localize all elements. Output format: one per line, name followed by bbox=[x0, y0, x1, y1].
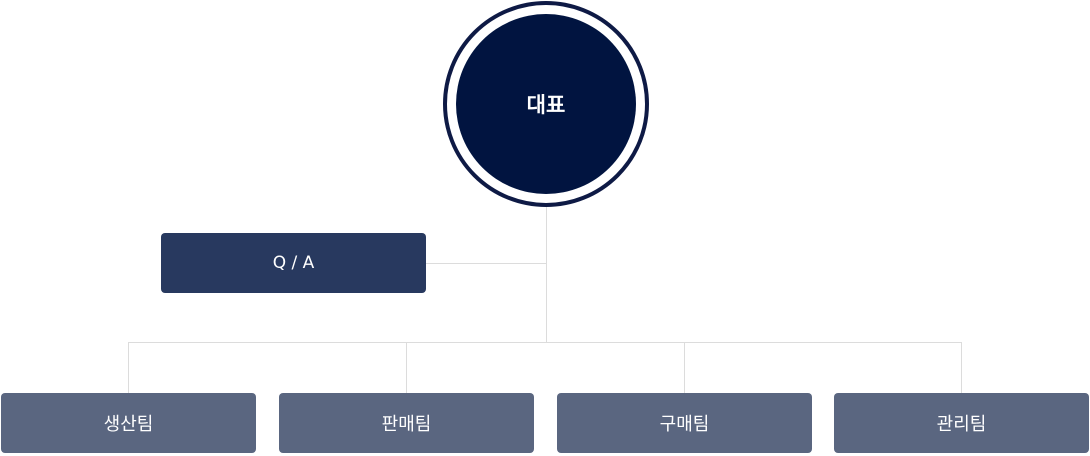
connector-teams-horizontal bbox=[128, 342, 962, 343]
team-node-sales: 판매팀 bbox=[279, 393, 534, 453]
team-label: 판매팀 bbox=[381, 414, 432, 435]
ceo-label: 대표 bbox=[526, 93, 566, 117]
team-label: 관리팀 bbox=[936, 414, 987, 435]
qa-node: Q / A bbox=[161, 233, 426, 293]
team-label: 생산팀 bbox=[103, 414, 154, 435]
ceo-node: 대표 bbox=[456, 14, 636, 194]
connector-team-2 bbox=[406, 342, 407, 393]
qa-label: Q / A bbox=[272, 253, 315, 273]
connector-team-1 bbox=[128, 342, 129, 393]
team-node-purchasing: 구매팀 bbox=[557, 393, 812, 453]
connector-team-3 bbox=[684, 342, 685, 393]
team-label: 구매팀 bbox=[659, 414, 710, 435]
connector-ceo-vertical bbox=[546, 205, 547, 342]
connector-team-4 bbox=[961, 342, 962, 393]
team-node-management: 관리팀 bbox=[834, 393, 1089, 453]
connector-qa-horizontal bbox=[426, 263, 547, 264]
team-node-production: 생산팀 bbox=[1, 393, 256, 453]
